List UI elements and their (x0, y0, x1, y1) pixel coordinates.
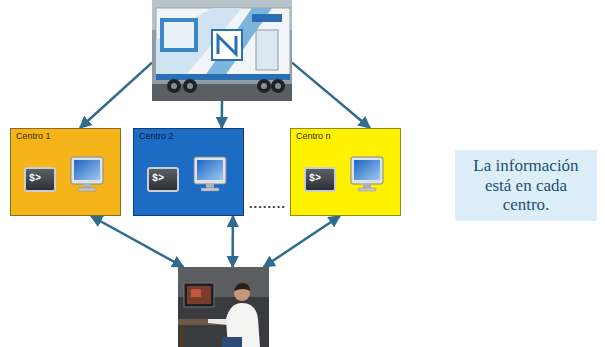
flow-arrow (231, 216, 234, 267)
flow-arrow (221, 101, 224, 128)
truck-illustration (152, 0, 292, 101)
flow-arrow (91, 216, 183, 267)
operator-illustration (178, 267, 269, 347)
icon-row: $> (296, 156, 395, 192)
monitor-icon (350, 156, 384, 192)
monitor-icon (70, 156, 104, 192)
center-name: Centro 1 (16, 132, 115, 142)
icon-row: $> (139, 156, 238, 192)
icon-row: $> (16, 156, 115, 192)
flow-arrow (292, 63, 370, 128)
center-box: Centro 1 $> (10, 128, 121, 216)
monitor-icon (193, 156, 227, 192)
flow-arrow (80, 63, 152, 128)
center-name: Centro 2 (139, 132, 238, 142)
ellipsis-label: ........ (249, 196, 286, 211)
terminal-icon: $> (147, 167, 179, 192)
note-text: La información está en cada centro. (461, 156, 591, 215)
center-box: Centro 2 $> (133, 128, 244, 216)
note-box: La información está en cada centro. (455, 150, 597, 221)
terminal-icon: $> (24, 167, 56, 192)
truck-photo (152, 0, 292, 101)
flow-arrow (264, 216, 340, 267)
center-name: Centro n (296, 132, 395, 142)
terminal-icon: $> (304, 167, 336, 192)
operator-photo (178, 267, 269, 347)
center-box: Centro n $> (290, 128, 401, 216)
